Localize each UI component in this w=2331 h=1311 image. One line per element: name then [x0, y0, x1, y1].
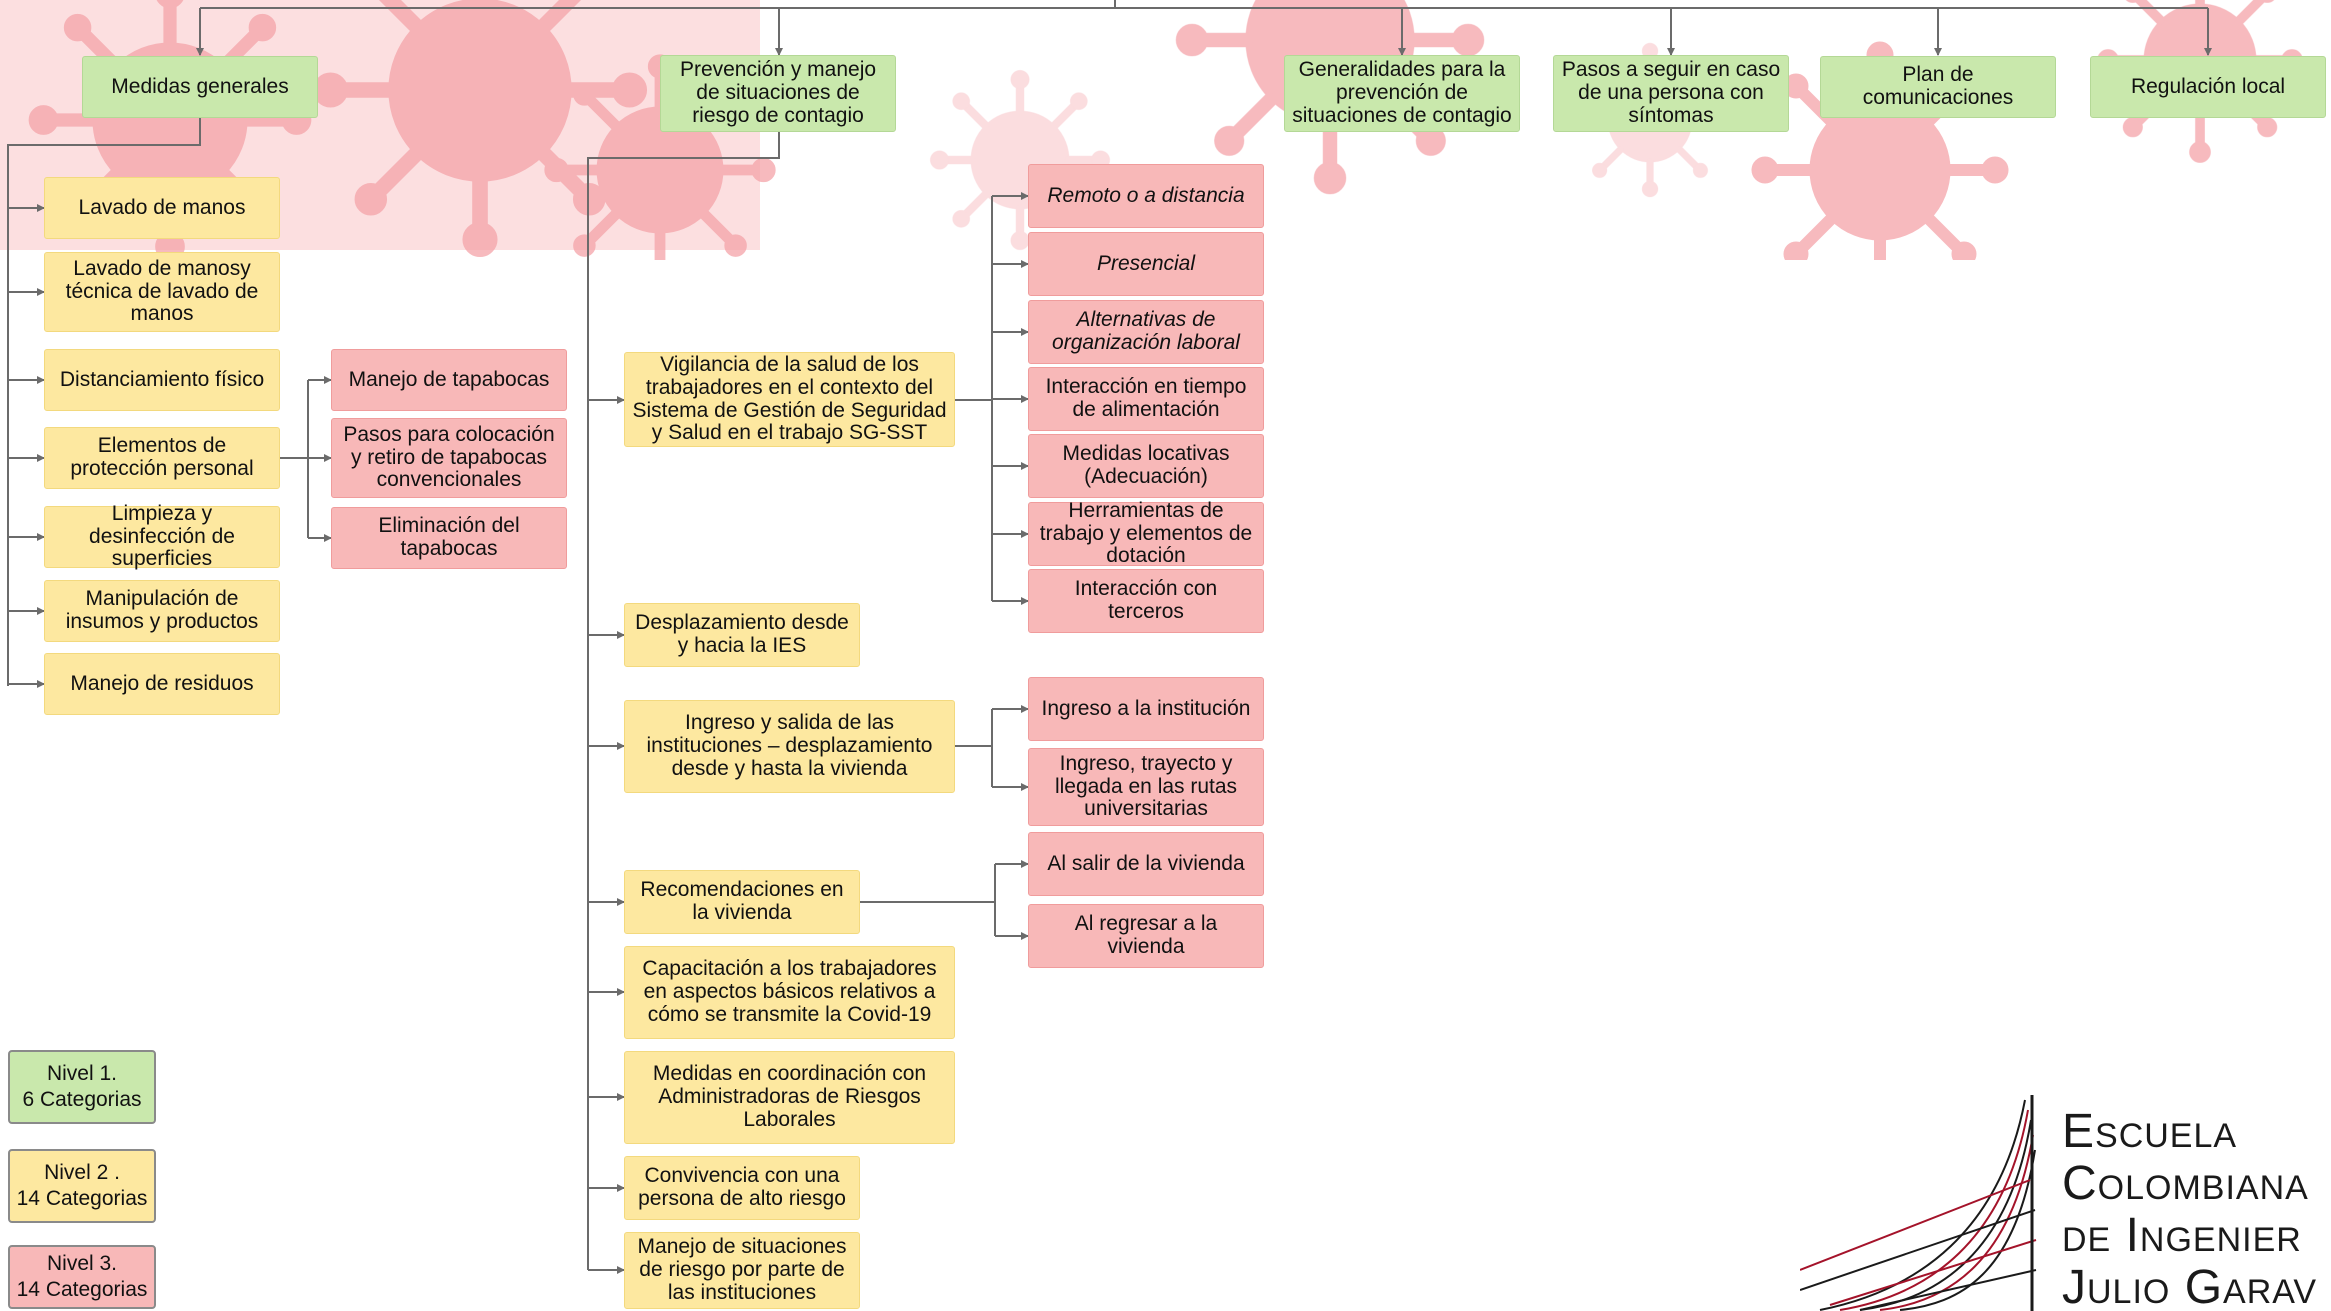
l3-herramientas-trabajo[interactable]: Herramientas de trabajo y elementos de d… — [1028, 499, 1264, 567]
l2-coordinacion-arl[interactable]: Medidas en coordinación con Administrado… — [624, 1051, 955, 1144]
l1-regulacion-local[interactable]: Regulación local — [2090, 56, 2326, 118]
vigilancia-trunk — [955, 196, 993, 601]
l1-pasos-sintomas[interactable]: Pasos a seguir en caso de una persona co… — [1553, 55, 1789, 132]
l2-vigilancia-salud[interactable]: Vigilancia de la salud de los trabajador… — [624, 352, 955, 447]
l2-distanciamiento[interactable]: Distanciamiento físico — [44, 349, 280, 411]
legend-level-3: Nivel 3.14 Categorias — [8, 1245, 156, 1309]
l3-salir-vivienda[interactable]: Al salir de la vivienda — [1028, 832, 1264, 896]
l2-convivencia-alto-riesgo[interactable]: Convivencia con una persona de alto ries… — [624, 1156, 860, 1220]
l2-limpieza[interactable]: Limpieza y desinfección de superficies — [44, 502, 280, 570]
prevencion-trunk — [587, 132, 780, 1270]
logo-line-1: Escuela — [2062, 1105, 2238, 1158]
l1-prevencion[interactable]: Prevención y manejo de situaciones de ri… — [660, 55, 896, 132]
l3-eliminacion-tapabocas[interactable]: Eliminación del tapabocas — [331, 507, 567, 569]
l2-manipulacion[interactable]: Manipulación de insumos y productos — [44, 580, 280, 642]
l2-recomendaciones-vivienda[interactable]: Recomendaciones en la vivienda — [624, 870, 860, 934]
epp-trunk — [280, 380, 309, 538]
university-logo-mark — [1800, 1095, 2037, 1311]
l3-rutas-universitarias[interactable]: Ingreso, trayecto y llegada en las rutas… — [1028, 748, 1264, 826]
l3-interaccion-terceros[interactable]: Interacción con terceros — [1028, 569, 1264, 633]
vivienda-trunk — [860, 864, 996, 936]
l3-remoto[interactable]: Remoto o a distancia — [1028, 164, 1264, 228]
ingreso-trunk — [955, 709, 993, 787]
legend-level-2: Nivel 2 .14 Categorias — [8, 1149, 156, 1223]
l1-generalidades[interactable]: Generalidades para la prevención de situ… — [1284, 55, 1520, 132]
l2-epp[interactable]: Elementos de protección personal — [44, 427, 280, 489]
l2-residuos[interactable]: Manejo de residuos — [44, 653, 280, 715]
l3-medidas-locativas[interactable]: Medidas locativas (Adecuación) — [1028, 434, 1264, 498]
l2-ingreso-salida[interactable]: Ingreso y salida de las instituciones – … — [624, 700, 955, 793]
l3-presencial[interactable]: Presencial — [1028, 232, 1264, 296]
l2-desplazamiento-ies[interactable]: Desplazamiento desde y hacia la IES — [624, 603, 860, 667]
l3-alternativas-organizacion[interactable]: Alternativas de organización laboral — [1028, 300, 1264, 364]
l3-ingreso-institucion[interactable]: Ingreso a la institución — [1028, 677, 1264, 741]
l1-plan-comunicaciones[interactable]: Plan de comunicaciones — [1820, 56, 2056, 118]
l2-capacitacion[interactable]: Capacitación a los trabajadores en aspec… — [624, 946, 955, 1039]
medidas-trunk — [7, 118, 201, 686]
l1-medidas-generales[interactable]: Medidas generales — [82, 56, 318, 118]
l3-interaccion-alimentacion[interactable]: Interacción en tiempo de alimentación — [1028, 367, 1264, 431]
legend-level-1: Nivel 1.6 Categorias — [8, 1050, 156, 1124]
l3-pasos-tapabocas[interactable]: Pasos para colocación y retiro de tapabo… — [331, 418, 567, 498]
l2-tecnica-lavado[interactable]: Lavado de manosy técnica de lavado de ma… — [44, 252, 280, 332]
l3-manejo-tapabocas[interactable]: Manejo de tapabocas — [331, 349, 567, 411]
l2-manejo-situaciones-riesgo[interactable]: Manejo de situaciones de riesgo por part… — [624, 1232, 860, 1309]
logo-line-3: de Ingenier — [2062, 1209, 2302, 1262]
l2-lavado-manos[interactable]: Lavado de manos — [44, 177, 280, 239]
logo-line-2: Colombiana — [2062, 1157, 2309, 1210]
logo-line-4: Julio Garav — [2062, 1261, 2318, 1311]
root-connector — [200, 0, 2208, 9]
l3-regresar-vivienda[interactable]: Al regresar a la vivienda — [1028, 904, 1264, 968]
